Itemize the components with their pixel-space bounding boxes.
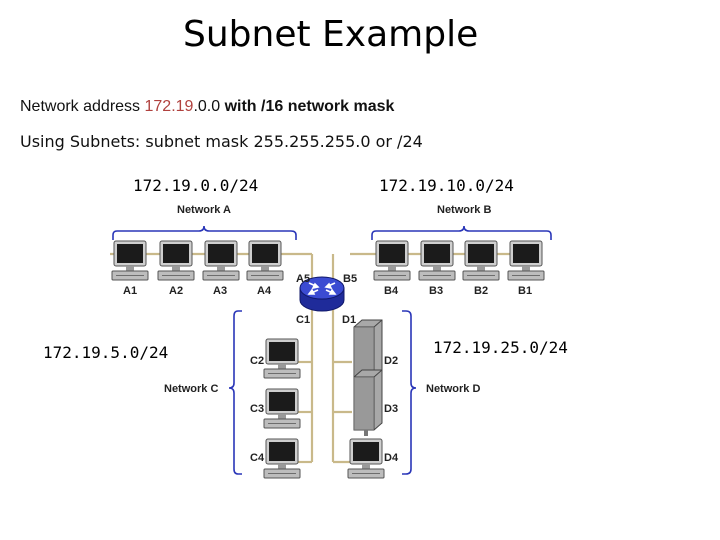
host-label: A1: [123, 285, 137, 297]
subnet-mask-line: Using Subnets: subnet mask 255.255.255.0…: [20, 132, 423, 151]
computer-b4-icon: [373, 240, 411, 281]
computer-c2-icon: [263, 338, 301, 379]
subnet-c-label: 172.19.5.0/24: [43, 343, 169, 362]
network-d-label: Network D: [426, 383, 480, 395]
network-c-brace: [228, 310, 242, 475]
network-b-brace: [371, 225, 552, 240]
network-address-suffix: with /16 network mask: [220, 98, 395, 115]
host-label: B1: [518, 285, 532, 297]
router-icon: [299, 276, 345, 312]
network-address-highlight: 172.19: [144, 98, 194, 115]
network-c-label: Network C: [164, 383, 218, 395]
host-label: D2: [384, 355, 398, 367]
slide-title: Subnet Example: [183, 14, 479, 55]
network-address-line: Network address 172.19.0.0 with /16 netw…: [20, 98, 394, 116]
computer-b2-icon: [462, 240, 500, 281]
host-label: D3: [384, 403, 398, 415]
subnet-b-label: 172.19.10.0/24: [379, 176, 514, 195]
computer-a3-icon: [202, 240, 240, 281]
computer-a1-icon: [111, 240, 149, 281]
subnet-a-label: 172.19.0.0/24: [133, 176, 259, 195]
server-d3-icon: [353, 369, 383, 437]
host-label: C3: [250, 403, 264, 415]
computer-c4-icon: [263, 438, 301, 479]
network-address-prefix: Network address: [20, 98, 145, 115]
network-a-brace: [112, 225, 297, 240]
port-d1-label: D1: [342, 314, 356, 326]
network-address-middle: .0.0: [193, 98, 221, 115]
computer-a4-icon: [246, 240, 284, 281]
host-label: B4: [384, 285, 399, 297]
host-label: A2: [169, 285, 183, 297]
host-label: A4: [257, 285, 272, 297]
host-label: D4: [384, 452, 399, 464]
network-b-label: Network B: [437, 204, 491, 216]
computer-c3-icon: [263, 388, 301, 429]
port-a5-label: A5: [296, 273, 310, 285]
host-label: A3: [213, 285, 227, 297]
computer-b1-icon: [507, 240, 545, 281]
subnet-d-label: 172.19.25.0/24: [433, 338, 568, 357]
host-label: C2: [250, 355, 264, 367]
network-d-brace: [402, 310, 417, 475]
port-c1-label: C1: [296, 314, 310, 326]
host-label: B2: [474, 285, 488, 297]
host-label: B3: [429, 285, 443, 297]
computer-b3-icon: [418, 240, 456, 281]
port-b5-label: B5: [343, 273, 357, 285]
host-label: C4: [250, 452, 265, 464]
computer-d4-icon: [347, 438, 385, 479]
computer-a2-icon: [157, 240, 195, 281]
network-braces: [112, 225, 552, 475]
network-a-label: Network A: [177, 204, 231, 216]
